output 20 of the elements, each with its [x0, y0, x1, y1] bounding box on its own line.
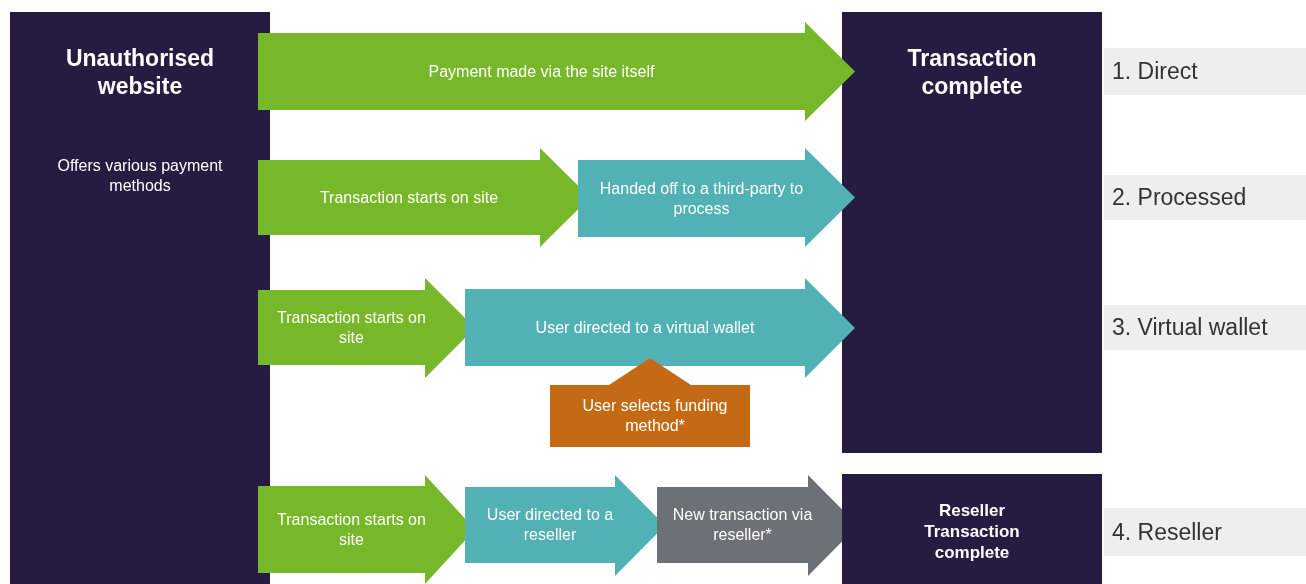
- row-label: 1. Direct: [1104, 48, 1306, 95]
- website-panel: [10, 12, 270, 584]
- arrow-text: User selects funding method*: [581, 396, 729, 436]
- arrow-text: Handed off to a third-party to process: [598, 178, 805, 219]
- arrow-text: User directed to a reseller: [485, 505, 615, 545]
- row-label: 2. Processed: [1104, 175, 1306, 220]
- outcome-panel: [842, 12, 1102, 453]
- arrow-text: Transaction starts on site: [276, 307, 427, 348]
- arrow-text: Transaction starts on site: [318, 187, 500, 208]
- panel-title: Reseller Transaction complete: [923, 500, 1021, 563]
- panel-text: Offers various payment methods: [56, 156, 224, 196]
- panel-title: Unauthorised website: [64, 44, 216, 100]
- arrow-text: New transaction via reseller*: [671, 505, 814, 545]
- arrow-text: Payment made via the site itself: [427, 61, 656, 82]
- arrow-text: User directed to a virtual wallet: [534, 317, 756, 338]
- arrow-text: Transaction starts on site: [276, 509, 427, 550]
- panel-title: Transaction complete: [906, 44, 1038, 100]
- outcome-panel: [842, 474, 1102, 584]
- row-label: 4. Reseller: [1104, 508, 1306, 556]
- row-label: 3. Virtual wallet: [1104, 305, 1306, 350]
